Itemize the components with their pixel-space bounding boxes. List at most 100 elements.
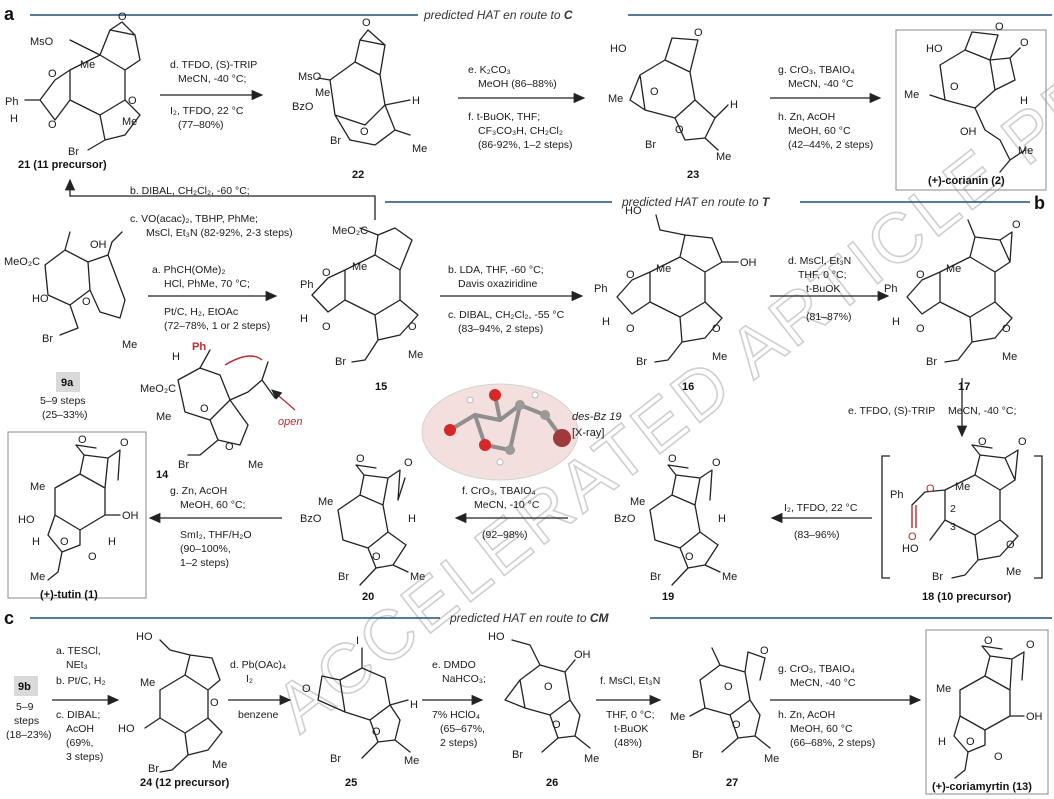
svg-text:O: O	[408, 321, 417, 333]
svg-text:Br: Br	[650, 571, 661, 583]
product-box-corianin	[895, 29, 1047, 191]
conditions-9b-to-24: a. TESCl, NEt₃ b. Pt/C, H₂ c. DIBAL; AcO…	[56, 645, 106, 763]
molecule-26: HO OH O O Br Me 26	[488, 631, 599, 789]
conditions-9a-to-15: a. PhCH(OMe)₂ HCl, PhMe, 70 °C; Pt/C, H₂…	[152, 264, 270, 332]
svg-text:Ph: Ph	[300, 279, 313, 291]
svg-text:Me: Me	[764, 753, 779, 765]
svg-text:Me: Me	[1018, 145, 1033, 157]
svg-text:O: O	[372, 726, 381, 738]
bracket-left-18	[881, 455, 890, 579]
svg-text:(86-92%, 1–2 steps): (86-92%, 1–2 steps)	[478, 139, 573, 151]
svg-text:HO: HO	[136, 631, 153, 643]
label-18: 18 (10 precursor)	[922, 591, 1012, 603]
svg-text:c. DIBAL, CH₂Cl₂, -55 °C: c. DIBAL, CH₂Cl₂, -55 °C	[448, 309, 565, 321]
svg-text:H: H	[408, 513, 416, 525]
svg-text:O: O	[908, 531, 917, 543]
svg-text:H: H	[108, 536, 116, 548]
svg-text:Ph: Ph	[890, 489, 903, 501]
badge-9b	[14, 676, 38, 696]
svg-text:Br: Br	[512, 749, 523, 761]
svg-text:Me: Me	[630, 496, 645, 508]
watermark-text: ACCELERATED ARTICLE PREVIEW	[261, 0, 1054, 747]
svg-text:a. TESCl,: a. TESCl,	[56, 645, 101, 657]
svg-text:HO: HO	[488, 631, 505, 643]
svg-text:O: O	[966, 736, 975, 748]
svg-text:CF₃CO₃H, CH₂Cl₂: CF₃CO₃H, CH₂Cl₂	[478, 125, 563, 137]
hat-label-cm: predicted HAT en route to CM	[449, 611, 610, 625]
label-corianin: (+)-corianin (2)	[928, 175, 1005, 187]
svg-text:t-BuOK: t-BuOK	[806, 283, 840, 295]
hat-label-c: predicted HAT en route to C	[423, 8, 573, 22]
svg-text:AcOH: AcOH	[66, 723, 94, 735]
svg-text:Br: Br	[338, 571, 349, 583]
svg-text:O: O	[118, 11, 127, 23]
conditions-23-to-2: g. CrO₃, TBAIO₄ MeCN, -40 °C h. Zn, AcOH…	[778, 64, 873, 151]
svg-text:b. LDA, THF, -60 °C;: b. LDA, THF, -60 °C;	[448, 264, 544, 276]
conditions-16-to-17: d. MsCl, Et₃N THF, 0 °C; t-BuOK (81–87%)	[788, 255, 852, 323]
molecule-20: O O BzO Me H O Br Me 20	[300, 453, 425, 603]
svg-text:MsCl, Et₃N (82-92%, 2-3 steps): MsCl, Et₃N (82-92%, 2-3 steps)	[146, 227, 293, 239]
svg-text:O: O	[322, 321, 331, 333]
svg-text:OH: OH	[740, 257, 757, 269]
conditions-18-to-19: I₂, TFDO, 22 °C (83–96%)	[784, 502, 858, 541]
svg-text:BzO: BzO	[292, 101, 314, 113]
svg-text:H: H	[730, 99, 738, 111]
svg-text:steps: steps	[14, 715, 39, 727]
svg-text:[X-ray]: [X-ray]	[572, 427, 604, 439]
svg-text:(25–33%): (25–33%)	[42, 409, 88, 421]
svg-text:Me: Me	[412, 143, 427, 155]
svg-text:e. TFDO, (S)-TRIP: e. TFDO, (S)-TRIP	[848, 405, 935, 417]
svg-text:Br: Br	[926, 356, 937, 368]
svg-text:H: H	[938, 736, 946, 748]
svg-text:O: O	[950, 81, 959, 93]
label-17: 17	[958, 381, 970, 393]
svg-text:O: O	[360, 126, 369, 138]
svg-text:HO: HO	[32, 293, 49, 305]
svg-text:(69%,: (69%,	[66, 737, 93, 749]
svg-text:MeO₂C: MeO₂C	[332, 225, 368, 237]
svg-text:MeOH (86–88%): MeOH (86–88%)	[478, 78, 557, 90]
svg-text:Me: Me	[670, 711, 685, 723]
svg-text:Me: Me	[955, 481, 970, 493]
svg-text:Me: Me	[1006, 566, 1021, 578]
svg-text:(66–68%, 2 steps): (66–68%, 2 steps)	[790, 737, 875, 749]
svg-text:O: O	[712, 323, 721, 335]
svg-text:(65–67%,: (65–67%,	[440, 723, 485, 735]
label-23: 23	[687, 169, 699, 181]
svg-text:Br: Br	[178, 459, 189, 471]
svg-text:7% HClO₄: 7% HClO₄	[432, 709, 480, 721]
svg-text:H: H	[10, 113, 18, 125]
svg-text:b. Pt/C, H₂: b. Pt/C, H₂	[56, 675, 106, 687]
svg-text:H: H	[1020, 95, 1028, 107]
molecule-25: I O H O Br Me 25	[302, 635, 419, 789]
svg-text:des-Bz 19: des-Bz 19	[572, 411, 622, 423]
svg-text:O: O	[78, 434, 87, 446]
molecule-22: MsO BzO Me O H O Br Me 22	[292, 17, 427, 181]
svg-text:Me: Me	[80, 59, 95, 71]
arrow-15-to-21	[64, 178, 376, 220]
svg-text:MsO: MsO	[30, 36, 54, 48]
svg-text:O: O	[916, 269, 925, 281]
svg-text:O: O	[984, 635, 993, 647]
svg-text:O: O	[626, 269, 635, 281]
svg-text:(83–94%, 2 steps): (83–94%, 2 steps)	[458, 323, 543, 335]
svg-text:Me: Me	[122, 116, 137, 128]
svg-text:Br: Br	[692, 749, 703, 761]
svg-text:O: O	[48, 68, 57, 80]
svg-text:Me: Me	[936, 683, 951, 695]
molecule-19: O O BzO Me H O Br Me 19	[614, 453, 737, 603]
molecule-coriamyrtin: O O Me OH H O O (+)-coriamyrtin (13)	[932, 635, 1043, 793]
conditions-19-to-20: f. CrO₃, TBAIO₄ MeCN, -10 °C (92–98%)	[462, 485, 540, 541]
svg-text:Davis oxaziridine: Davis oxaziridine	[458, 278, 538, 290]
svg-text:(48%): (48%)	[614, 737, 642, 749]
svg-text:O: O	[552, 719, 561, 731]
svg-text:HO: HO	[926, 43, 943, 55]
svg-text:c. DIBAL;: c. DIBAL;	[56, 709, 100, 721]
svg-text:9a: 9a	[61, 377, 74, 389]
svg-text:OH: OH	[90, 239, 107, 251]
svg-text:O: O	[1006, 539, 1015, 551]
svg-text:O: O	[724, 681, 733, 693]
svg-text:h. Zn, AcOH: h. Zn, AcOH	[778, 709, 835, 721]
section-label-c: c	[4, 608, 14, 628]
